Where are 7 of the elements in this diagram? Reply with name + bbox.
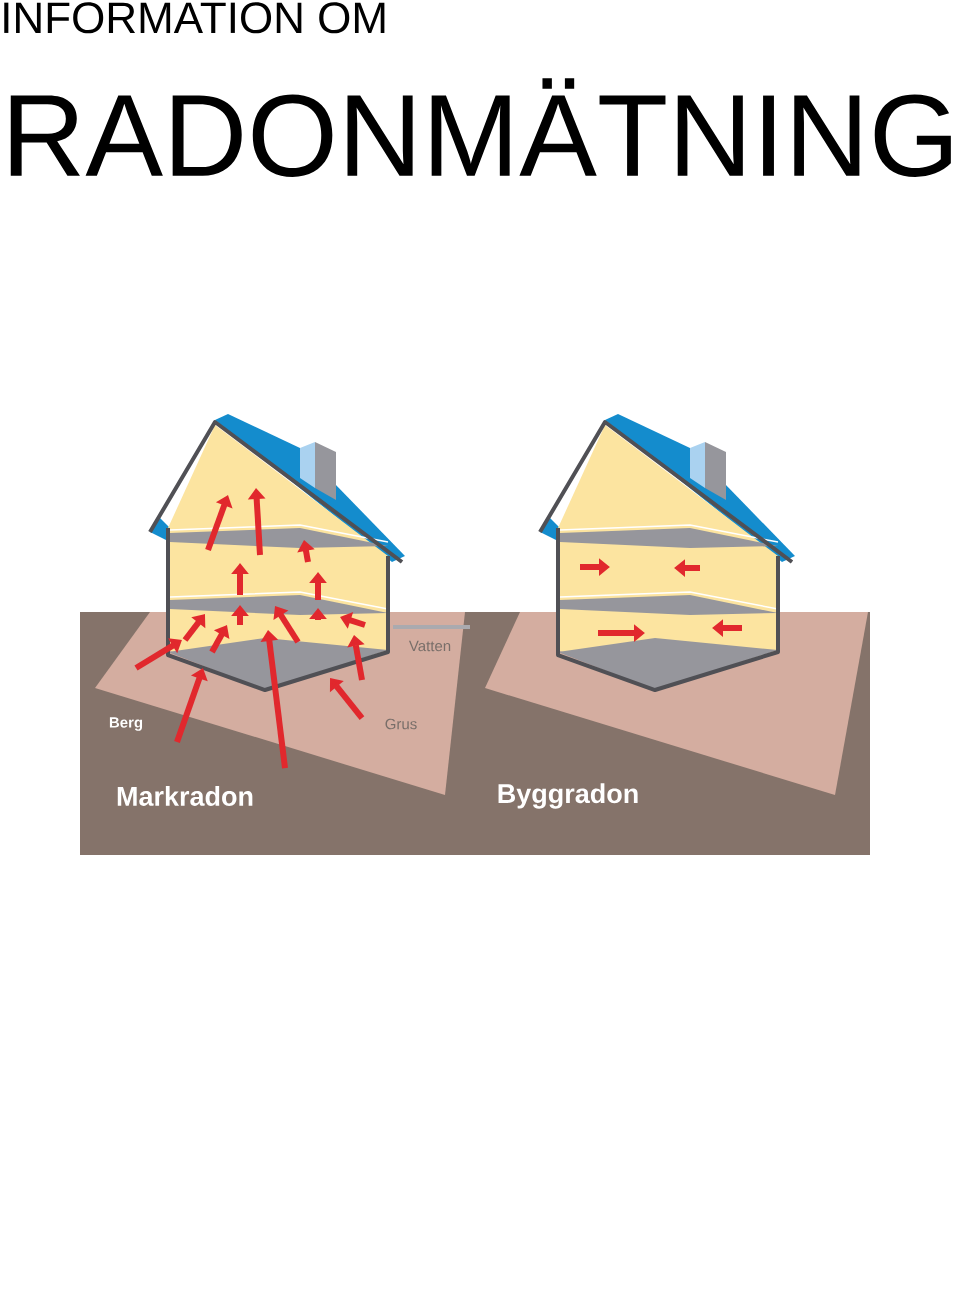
layer-label: Grus — [385, 718, 417, 730]
layer-label: Berg — [109, 717, 143, 731]
caption: Markradon — [117, 786, 253, 806]
caption: Byggradon — [498, 783, 638, 809]
layer-label: Vatten — [408, 640, 451, 652]
heading: INFORMATION OM — [4, 2, 385, 34]
title: RADONMÄTNING — [10, 78, 951, 177]
